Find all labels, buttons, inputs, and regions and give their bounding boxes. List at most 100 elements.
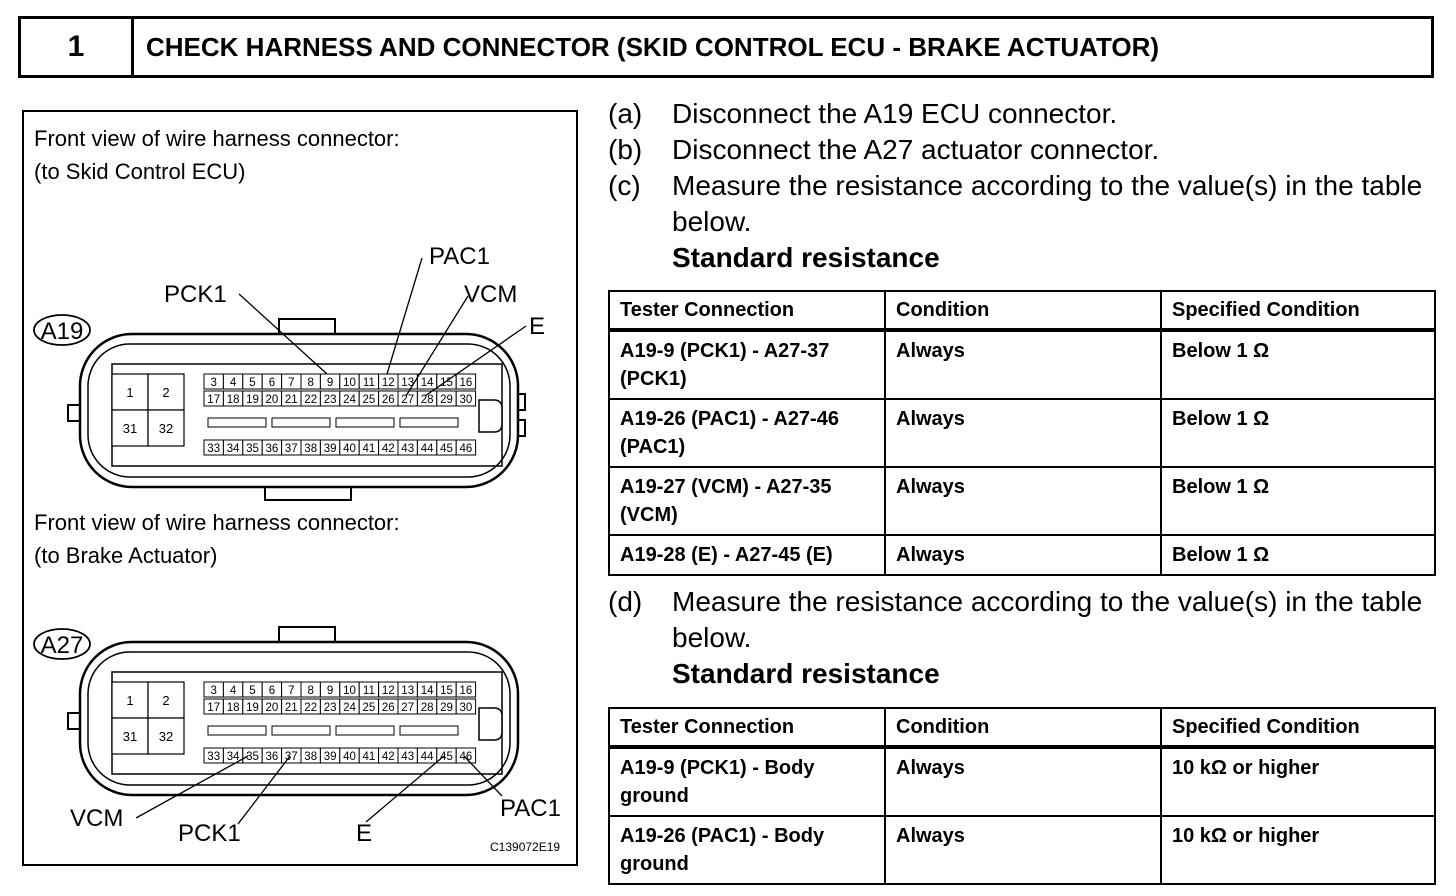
column-header: Specified Condition — [1160, 707, 1436, 749]
pin-number: 32 — [159, 421, 173, 436]
steps-bottom: (d) Measure the resistance according to … — [608, 584, 1428, 692]
pin-number: 16 — [460, 685, 473, 697]
pin-number: 16 — [460, 377, 473, 389]
caption-a27-line2: (to Brake Actuator) — [34, 543, 217, 568]
pin-number: 35 — [246, 443, 259, 455]
pin-number: 4 — [230, 377, 237, 389]
a27-leader-vcm — [135, 755, 249, 819]
pin-number: 20 — [266, 394, 279, 406]
a27-label-pck1: PCK1 — [178, 820, 241, 847]
connector-diagram: Front view of wire harness connector: (t… — [33, 126, 561, 854]
resistance-table-2: Tester Connection Condition Specified Co… — [608, 707, 1436, 885]
pin-number: 39 — [324, 751, 337, 763]
condition-cell: Always — [884, 815, 1162, 885]
pin-number: 44 — [421, 443, 434, 455]
pin-cell — [455, 390, 477, 407]
caption-a27-line1: Front view of wire harness connector: — [34, 510, 400, 535]
tester-connection-cell: A19-27 (VCM) - A27-35 (VCM) — [608, 466, 886, 536]
pin-number: 10 — [343, 685, 356, 697]
pin-number: 29 — [440, 394, 453, 406]
column-header: Condition — [884, 707, 1162, 749]
pin-number: 31 — [123, 421, 137, 436]
pin-number: 43 — [401, 751, 414, 763]
step-d: (d) Measure the resistance according to … — [608, 584, 1428, 656]
step-c: (c) Measure the resistance according to … — [608, 168, 1428, 240]
pin-cell — [455, 698, 477, 715]
step-label: (a) — [608, 98, 643, 129]
pin-number: 33 — [207, 443, 220, 455]
pin-number: 8 — [307, 377, 313, 389]
condition-cell: Always — [884, 398, 1162, 468]
pin-number: 17 — [207, 394, 220, 406]
pin-number: 21 — [285, 394, 298, 406]
pin-number: 11 — [363, 685, 375, 697]
connector-figure: Front view of wire harness connector: (t… — [22, 110, 578, 866]
a19-label-pck1: PCK1 — [164, 281, 227, 308]
pin-number: 46 — [460, 443, 473, 455]
condition-cell: Always — [884, 329, 1162, 400]
pin-number: 27 — [401, 394, 414, 406]
steps-top: (a) Disconnect the A19 ECU connector. (b… — [608, 96, 1428, 276]
column-header: Specified Condition — [1160, 290, 1436, 332]
pin-number: 12 — [382, 685, 395, 697]
step-header: 1 CHECK HARNESS AND CONNECTOR (SKID CONT… — [18, 16, 1434, 78]
pin-number: 3 — [210, 685, 216, 697]
pin-cell — [111, 717, 149, 755]
a27-label-e: E — [356, 820, 372, 847]
pin-number: 14 — [421, 685, 434, 697]
pin-number: 17 — [207, 702, 220, 714]
pin-number: 35 — [246, 751, 259, 763]
table-header-row: Tester Connection Condition Specified Co… — [608, 707, 1436, 749]
pin-number: 2 — [162, 693, 169, 708]
step-b: (b) Disconnect the A27 actuator connecto… — [608, 132, 1428, 168]
pin-cell — [147, 409, 185, 447]
condition-cell: Always — [884, 466, 1162, 536]
pin-number: 13 — [401, 685, 414, 697]
table-header-row: Tester Connection Condition Specified Co… — [608, 290, 1436, 332]
pin-number: 4 — [230, 685, 237, 697]
step-text: Disconnect the A27 actuator connector. — [672, 134, 1160, 165]
pin-number: 40 — [343, 751, 356, 763]
pin-number: 32 — [159, 729, 173, 744]
pin-number: 6 — [269, 377, 275, 389]
keying-slot — [399, 417, 459, 428]
pin-number: 41 — [363, 443, 376, 455]
pin-number: 23 — [324, 702, 337, 714]
a19-label-pac1: PAC1 — [429, 243, 490, 270]
table-row: A19-27 (VCM) - A27-35 (VCM) Always Below… — [608, 466, 1436, 536]
pin-number: 34 — [227, 751, 240, 763]
pin-number: 41 — [363, 751, 376, 763]
pin-number: 1 — [126, 693, 133, 708]
pin-number: 26 — [382, 702, 395, 714]
pin-number: 28 — [421, 394, 434, 406]
pin-number: 45 — [440, 751, 453, 763]
keying-slot — [335, 417, 395, 428]
pin-number: 9 — [327, 377, 333, 389]
pin-number: 1 — [126, 385, 133, 400]
pin-number: 7 — [288, 685, 294, 697]
pin-number: 19 — [246, 702, 259, 714]
pin-number: 46 — [460, 751, 473, 763]
pin-cell — [147, 681, 185, 719]
standard-resistance-heading: Standard resistance — [672, 242, 940, 273]
caption-a19-line1: Front view of wire harness connector: — [34, 126, 400, 151]
pin-number: 10 — [343, 377, 356, 389]
pin-cell — [455, 681, 477, 698]
tester-connection-cell: A19-9 (PCK1) - Body ground — [608, 746, 886, 817]
tester-connection-cell: A19-9 (PCK1) - A27-37 (PCK1) — [608, 329, 886, 400]
condition-cell: Always — [884, 534, 1162, 576]
pin-number: 39 — [324, 443, 337, 455]
caption-a19-line2: (to Skid Control ECU) — [34, 159, 246, 184]
a27-leader-e — [365, 755, 445, 823]
pin-number: 18 — [227, 394, 240, 406]
pin-number: 15 — [440, 377, 453, 389]
pin-number: 37 — [285, 751, 298, 763]
tester-connection-cell: A19-28 (E) - A27-45 (E) — [608, 534, 886, 576]
pin-number: 12 — [382, 377, 395, 389]
a19-leader-pac1 — [386, 257, 423, 375]
pin-number: 2 — [162, 385, 169, 400]
